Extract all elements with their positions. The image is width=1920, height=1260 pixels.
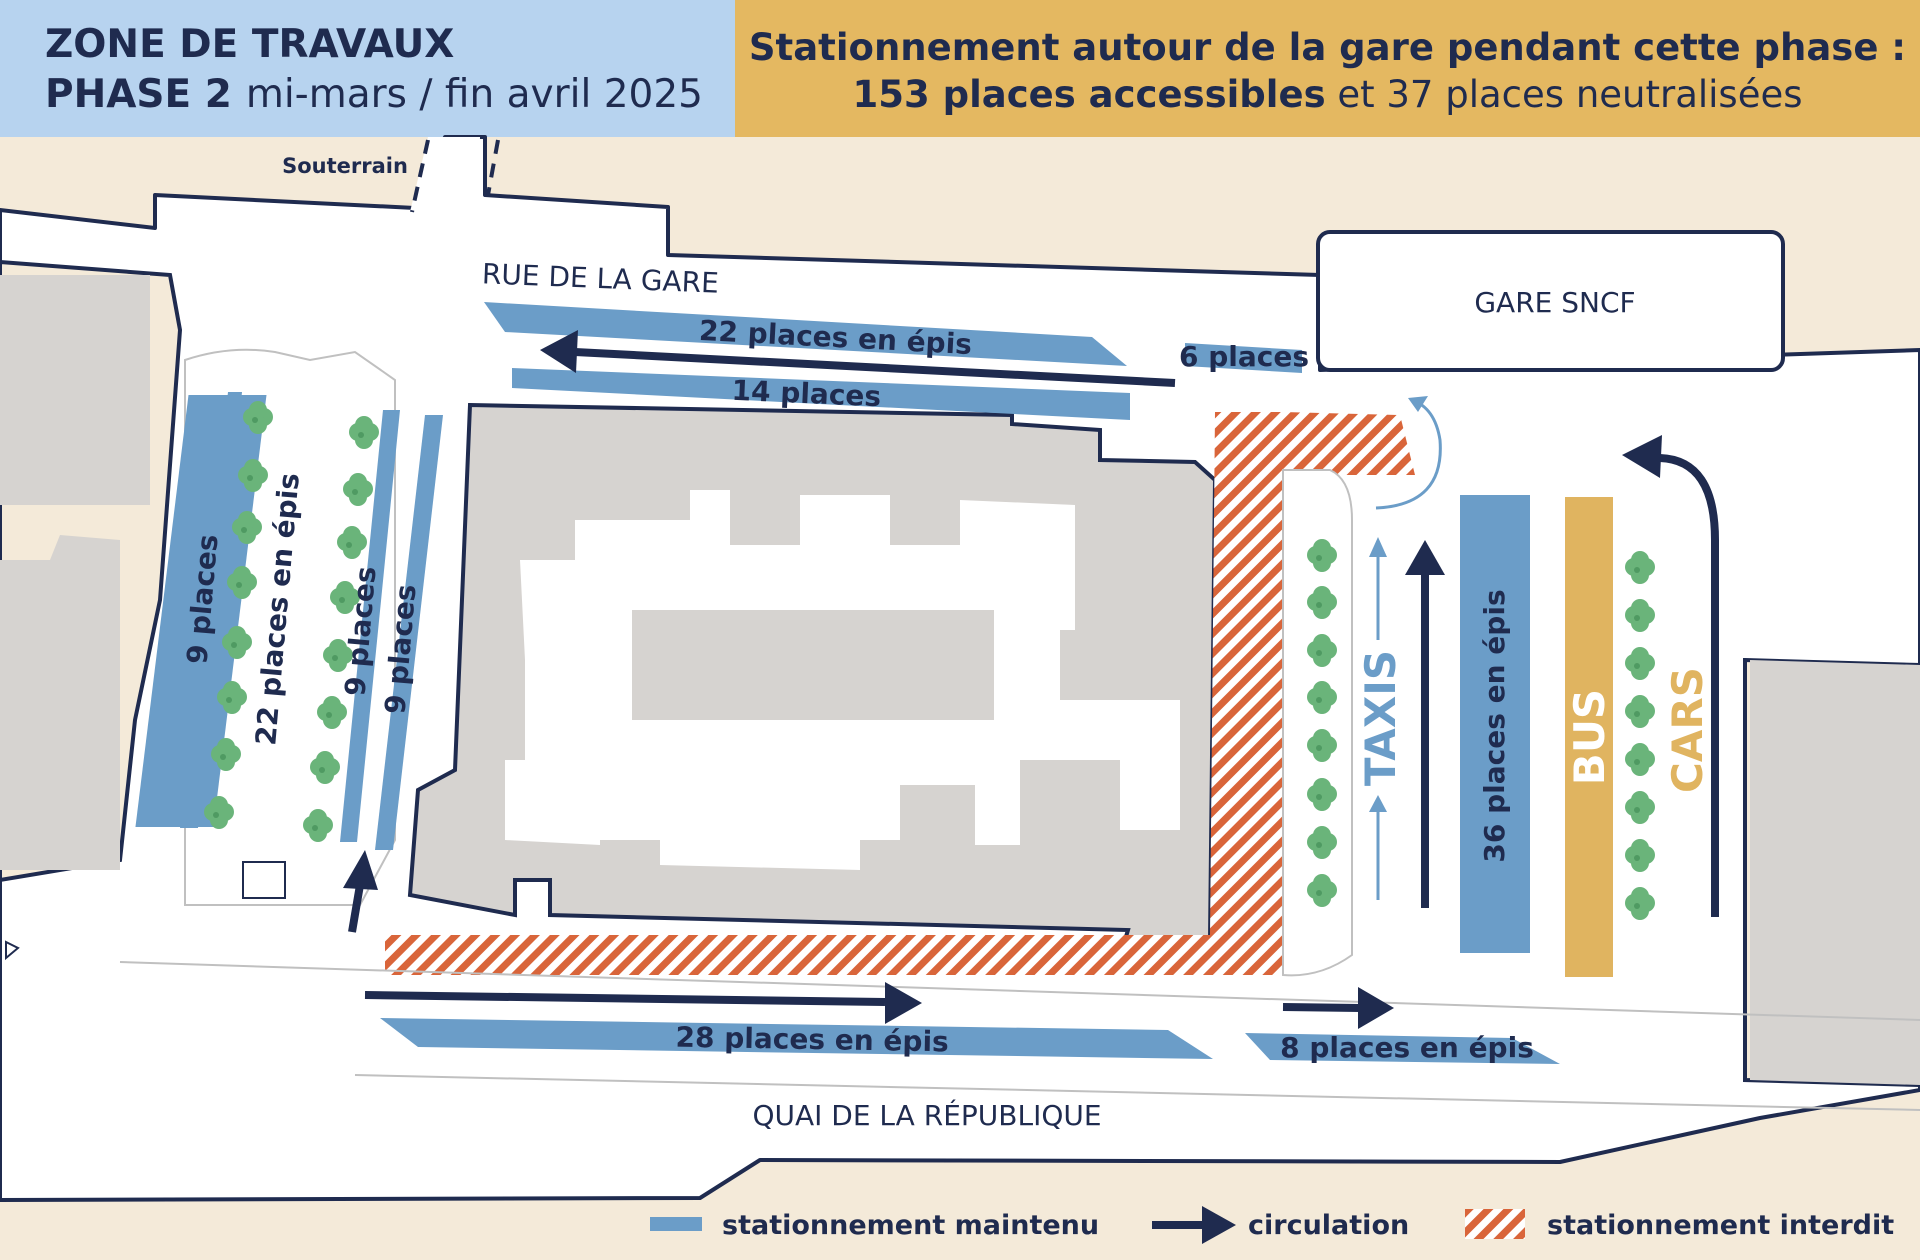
- legend-circulation-head: [1202, 1206, 1236, 1244]
- parking-strips: [135, 302, 1560, 1064]
- roundabout-mark: [5, 940, 20, 961]
- legend-maintained-swatch: [650, 1217, 702, 1231]
- arrow-quai-head: [885, 982, 922, 1024]
- header-title: ZONE DE TRAVAUX: [45, 22, 455, 67]
- left-island-box: [242, 861, 286, 899]
- parking-strip-22-top: [484, 302, 1127, 366]
- label-28: 28 places en épis: [675, 1021, 949, 1059]
- label-36: 36 places en épis: [1478, 589, 1511, 862]
- arrow-rue-gare-head: [540, 330, 578, 373]
- legend-maintained-label: stationnement maintenu: [722, 1210, 1099, 1241]
- arrow-cars-head: [1622, 435, 1662, 478]
- taxi-arrow-top-head: [1369, 537, 1387, 557]
- taxi-u-turn-head: [1408, 396, 1428, 412]
- summary-accessible: 153 places accessibles: [852, 73, 1326, 116]
- souterrain-dash-2: [486, 139, 500, 196]
- summary-rest: et 37 places neutralisées: [1337, 73, 1803, 116]
- label-14: 14 places: [731, 374, 882, 413]
- circulation-arrows: [343, 330, 1719, 1029]
- label-6: 6 places: [1179, 340, 1309, 373]
- parking-strip-22-left: [135, 395, 267, 827]
- gare-sncf-label: GARE SNCF: [1474, 286, 1635, 319]
- parking-strip-36: [1460, 495, 1530, 953]
- gare-sncf-building: [1316, 230, 1785, 372]
- parking-strip-28: [380, 1018, 1213, 1059]
- arrow-island-up-line: [348, 884, 364, 933]
- building-left-1: [0, 275, 150, 505]
- arrow-island-up-head: [343, 850, 378, 890]
- parking-strip-9-c: [375, 415, 443, 850]
- bus-lane: [1565, 497, 1613, 977]
- arrow-quai-right-line: [1282, 1003, 1361, 1012]
- legend-circulation-label: circulation: [1248, 1210, 1409, 1241]
- summary-line-1: Stationnement autour de la gare pendant …: [748, 26, 1907, 69]
- cars-label: CARS: [1663, 667, 1712, 793]
- taxis-label: TAXIS: [1356, 650, 1405, 786]
- arrow-quai-line: [364, 991, 886, 1006]
- quai-curb-2: [354, 1074, 1920, 1111]
- arrow-taxi-lane-head: [1405, 540, 1445, 575]
- building-left-2: [0, 535, 120, 870]
- quai-curb: [119, 961, 1920, 1021]
- header-right-panel: [735, 0, 1920, 137]
- header-phase: PHASE 2 mi-mars / fin avril 2025: [45, 72, 703, 117]
- parking-strip-9-b: [340, 410, 400, 842]
- taxi-arrow-bottom-head: [1369, 795, 1387, 812]
- taxi-u-turn: [1375, 398, 1442, 510]
- bus-label: BUS: [1565, 689, 1614, 785]
- arrow-cars-curve: [1659, 454, 1719, 917]
- phase-label: PHASE 2: [45, 72, 232, 117]
- legend-forbidden-label: stationnement interdit: [1547, 1210, 1894, 1241]
- legend: stationnement maintenu circulation stati…: [650, 1206, 1894, 1244]
- arrow-rue-gare-line: [574, 348, 1176, 387]
- quai-label: QUAI DE LA RÉPUBLIQUE: [752, 1098, 1101, 1132]
- central-building-inner: [632, 610, 994, 720]
- souterrain-label: Souterrain: [282, 154, 408, 178]
- header-left-panel: [0, 0, 735, 137]
- building-right: [1750, 660, 1920, 1085]
- label-8: 8 places en épis: [1280, 1031, 1534, 1064]
- taxi-arrows: [1369, 396, 1442, 900]
- phase-dates: mi-mars / fin avril 2025: [245, 72, 703, 117]
- parking-strip-6: [1185, 343, 1302, 373]
- souterrain-road: [410, 137, 480, 212]
- souterrain-dash-1: [410, 139, 430, 213]
- parking-strip-8: [1245, 1033, 1560, 1064]
- arrow-quai-right-head: [1358, 987, 1394, 1029]
- parking-strip-14: [512, 368, 1130, 420]
- forbidden-zone-top: [1283, 412, 1415, 475]
- summary-line-2: 153 places accessibles et 37 places neut…: [735, 73, 1920, 116]
- legend-forbidden-swatch: [1465, 1209, 1525, 1239]
